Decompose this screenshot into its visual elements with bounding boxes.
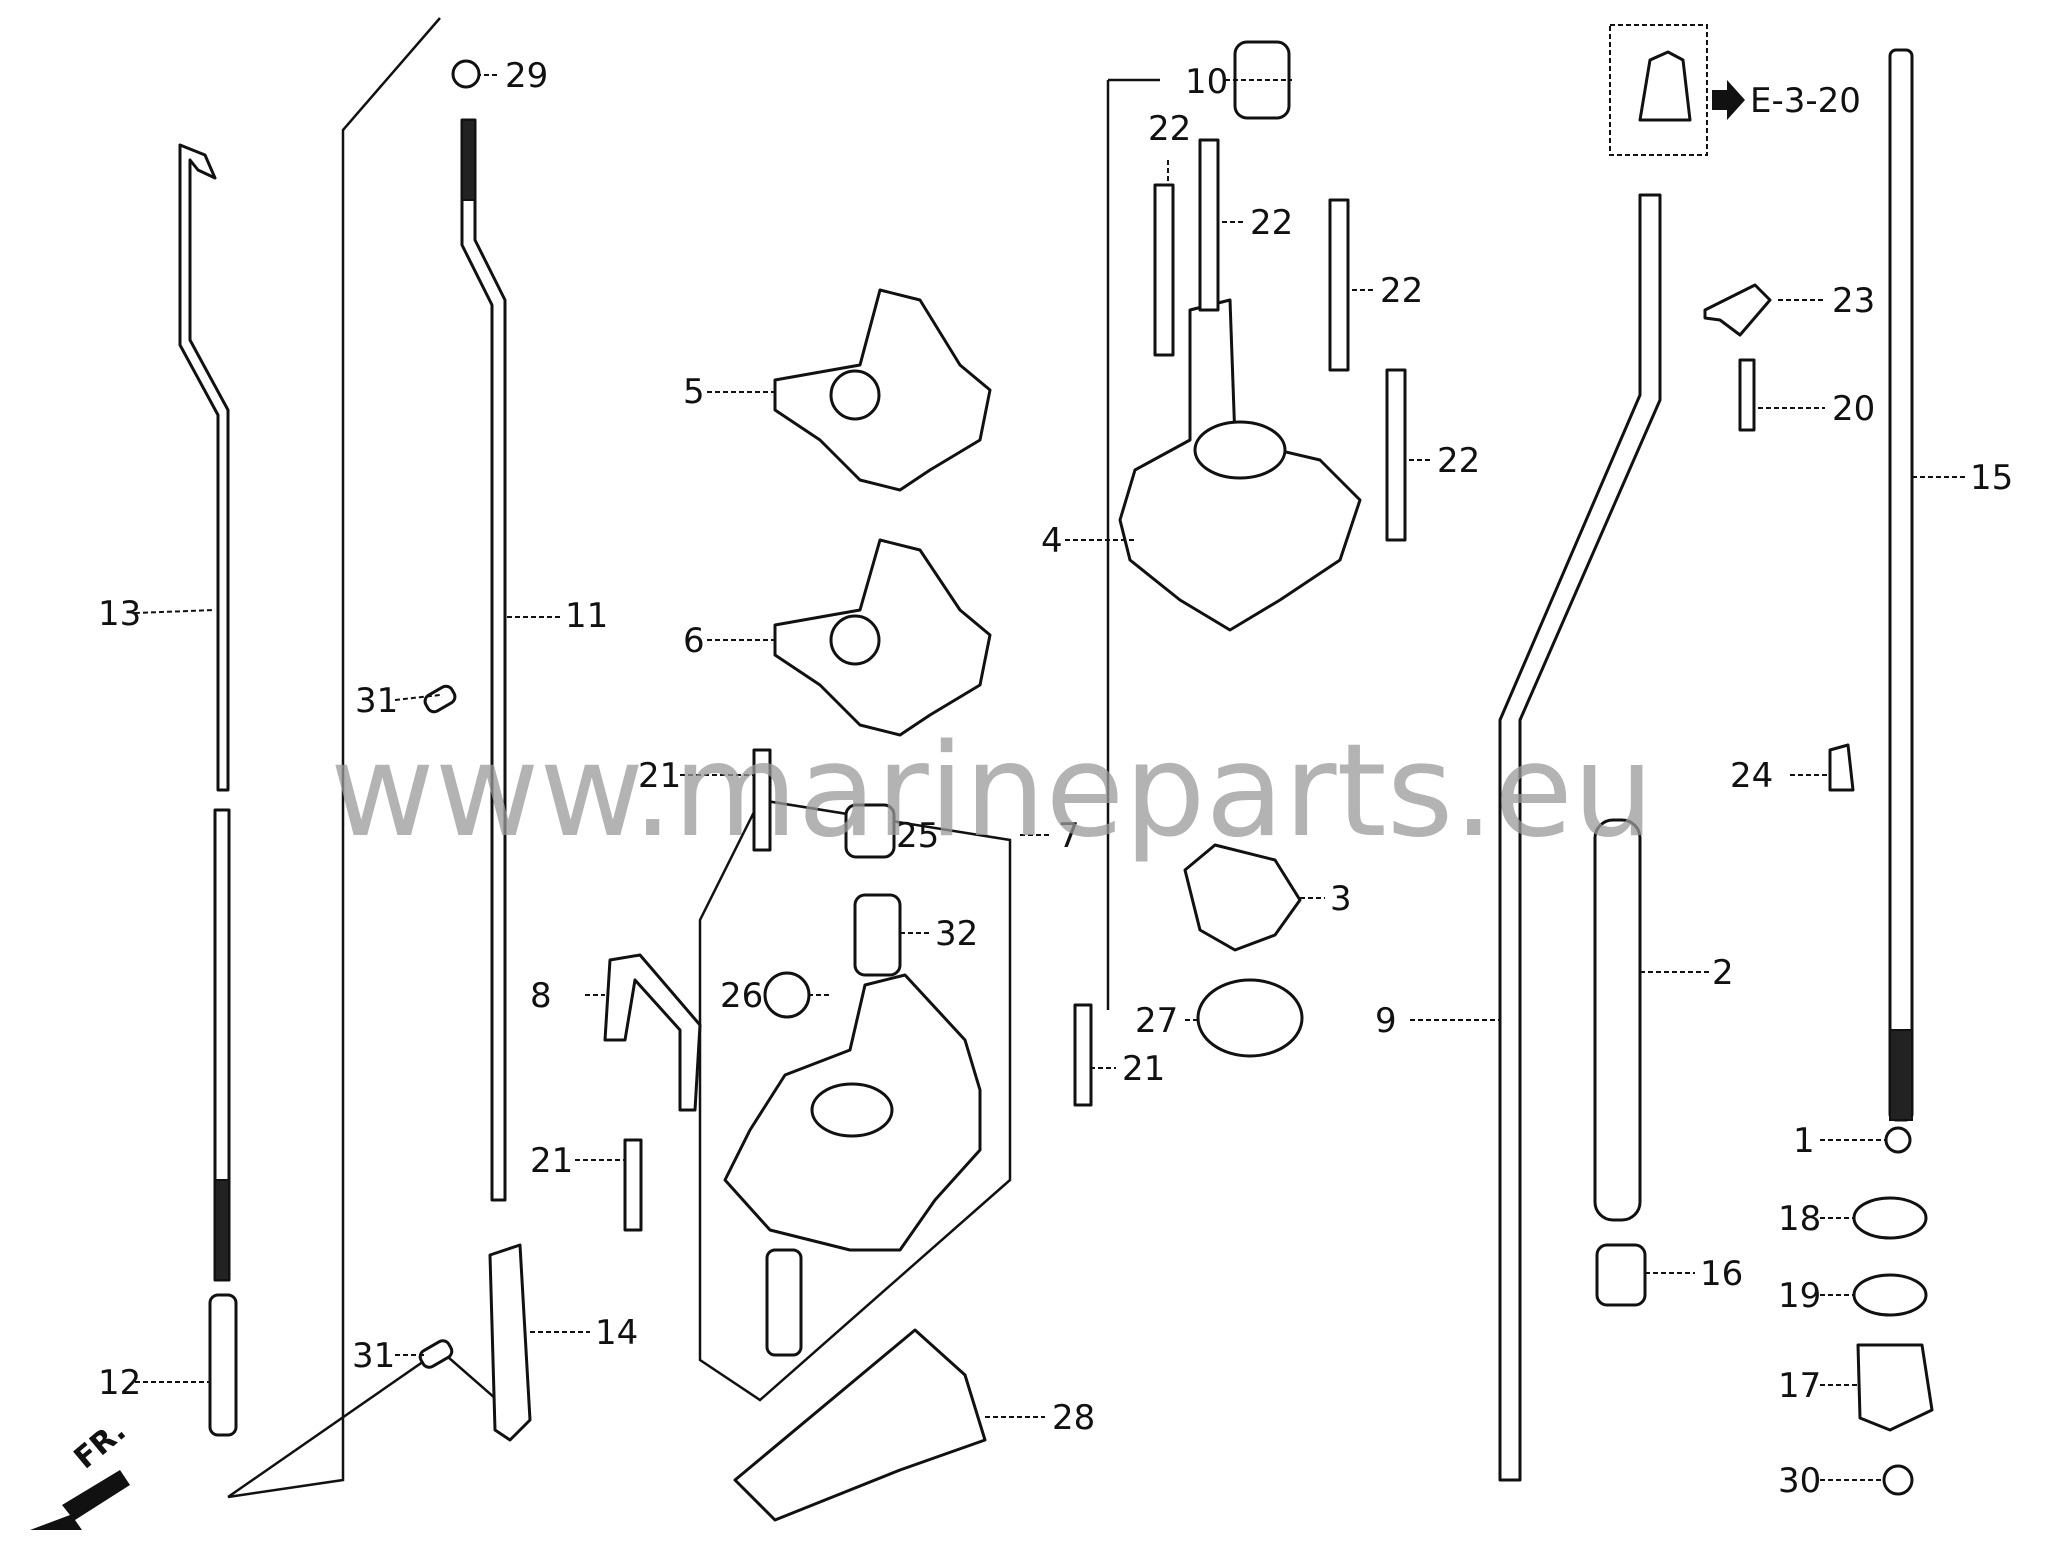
callout-29: 29 [505,56,548,96]
part-11-rod [460,118,507,1202]
front-marker: FR. [30,1414,133,1530]
callout-28: 28 [1052,1398,1095,1438]
leader-lines [134,74,1965,1481]
part-31a-pin [423,684,457,714]
callout-12: 12 [98,1363,141,1403]
assembly-frames [227,17,1160,1499]
callout-22c: 22 [1380,271,1423,311]
part-23-plate [1703,283,1772,337]
arrow-right-icon [1712,80,1745,120]
reference-box [1609,24,1708,156]
callout-30: 30 [1778,1461,1821,1501]
callout-31b: 31 [352,1336,395,1376]
callout-13: 13 [98,594,141,634]
part-21-bolts [623,748,1093,1232]
part-6-plate [773,538,992,737]
callout-2: 2 [1712,953,1734,993]
part-14-bracket [488,1243,532,1442]
part-17-gear [1856,1343,1934,1432]
callout-19: 19 [1778,1276,1821,1316]
callout-14: 14 [595,1313,638,1353]
callout-27: 27 [1135,1001,1178,1041]
watermark-text: www.marineparts.eu [330,717,1654,866]
front-arrow-icon [30,1470,130,1530]
callout-17: 17 [1778,1366,1821,1406]
part-26-nut [763,971,811,1019]
callout-16: 16 [1700,1254,1743,1294]
callout-8: 8 [530,976,552,1016]
callout-24: 24 [1730,756,1773,796]
callout-9: 9 [1375,1001,1397,1041]
callout-22b: 22 [1250,203,1293,243]
callout-6: 6 [683,621,705,661]
reference-code: E-3-20 [1750,81,1861,121]
part-12-coupler [208,1293,238,1437]
part-7-lower-housing [723,973,982,1357]
part-2-grommet-tube [1593,818,1642,1222]
part-32-sleeve [853,893,902,977]
part-13-rod [178,143,231,1282]
callout-11: 11 [565,596,608,636]
part-19-washer [1852,1273,1928,1317]
callout-10: 10 [1185,62,1228,102]
part-4-pump-housing [1118,298,1362,632]
part-8-clamp [603,953,702,1112]
part-27-gasket [1196,978,1304,1058]
callout-21b: 21 [1122,1049,1165,1089]
callout-18: 18 [1778,1199,1821,1239]
part-15-drive-shaft [1888,48,1914,1122]
part-22-bolts [1153,138,1407,542]
callout-20: 20 [1832,389,1875,429]
part-24-key [1828,743,1855,792]
callout-15: 15 [1970,458,2013,498]
part-29-nut [451,59,481,89]
callout-21c: 21 [530,1141,573,1181]
callout-26: 26 [720,976,763,1016]
callout-31a: 31 [355,681,398,721]
part-31b-pin [418,1339,454,1369]
callout-21a: 21 [638,756,681,796]
front-label: FR. [68,1414,133,1477]
callout-5: 5 [683,372,705,412]
callout-22d: 22 [1437,441,1480,481]
part-30-nut [1882,1464,1914,1496]
part-9-water-tube [1498,193,1662,1482]
callout-4: 4 [1041,521,1063,561]
callout-23: 23 [1832,281,1875,321]
part-16-fitting [1595,1243,1647,1307]
callout-labels: 29 13 11 31 5 6 4 10 22 22 22 22 21 25 7… [98,56,2013,1501]
reference-label: E-3-20 [1712,80,1861,121]
callout-22a: 22 [1148,109,1191,149]
callout-25: 25 [896,816,939,856]
callout-3: 3 [1330,879,1352,919]
part-28-gasket [733,1328,987,1522]
part-20-screw [1738,358,1756,432]
part-3-impeller [1183,843,1302,952]
callout-32: 32 [935,914,978,954]
part-1-nut [1884,1126,1912,1154]
callout-7: 7 [1058,816,1080,856]
callout-1: 1 [1793,1121,1815,1161]
part-18-washer [1852,1196,1928,1240]
part-5-plate [773,288,992,492]
part-25-collar [844,803,896,859]
